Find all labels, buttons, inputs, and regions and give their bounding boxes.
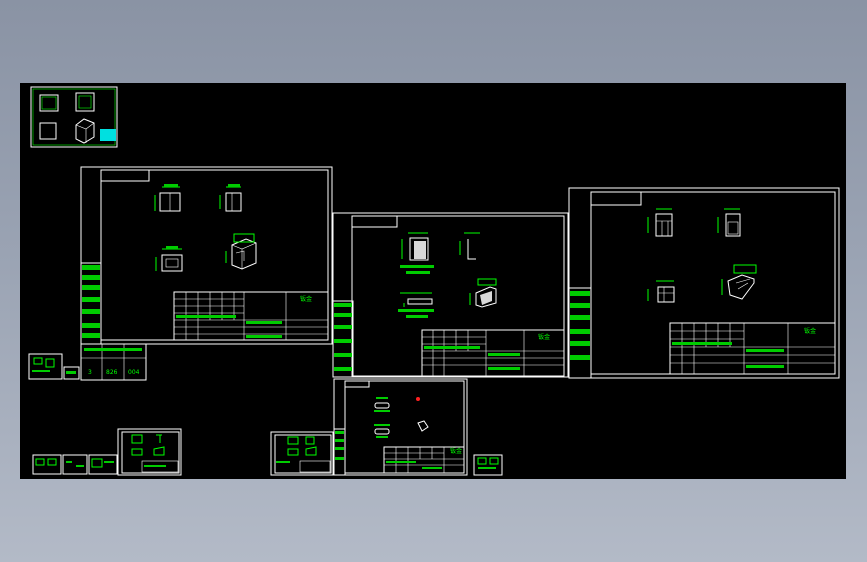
sheet-left-view-front[interactable] xyxy=(154,184,181,212)
summary-value-2: 826 xyxy=(106,369,118,376)
mini-sheet-g[interactable] xyxy=(270,431,334,476)
sheet-center-view-iso[interactable] xyxy=(469,278,497,308)
sheet-right-side-strip xyxy=(568,287,592,379)
overview-thumbnail-sheet[interactable] xyxy=(30,86,118,148)
sheet-bottom-title-block[interactable]: 钣金 xyxy=(383,446,465,474)
sheet-center-view-top[interactable] xyxy=(398,292,434,318)
cad-viewport[interactable]: .w { fill:none; stroke:#ffffff; stroke-w… xyxy=(20,83,846,479)
sheet-left-summary-table[interactable]: 3 826 004 xyxy=(80,343,147,381)
drawing-sheet-bottom[interactable]: 钣金 xyxy=(333,378,468,476)
sheet-bottom-marker xyxy=(416,397,420,401)
summary-value-1: 3 xyxy=(88,369,92,376)
drawing-sheet-right[interactable]: 钣金 xyxy=(568,187,840,379)
sheet-left-side-strip xyxy=(80,262,102,345)
sheet-right-view-side[interactable] xyxy=(717,208,741,237)
sheet-left-view-top[interactable] xyxy=(155,246,183,272)
mini-sheet-e[interactable] xyxy=(88,454,118,475)
sheet-right-view-top[interactable] xyxy=(647,280,675,303)
sheet-left-title-block[interactable]: 钣金 xyxy=(173,291,329,341)
sheet-right-title-label: 钣金 xyxy=(804,327,816,335)
sheet-right-view-iso[interactable] xyxy=(721,264,757,300)
sheet-bottom-view-b[interactable] xyxy=(374,424,390,438)
sheet-left-view-side[interactable] xyxy=(219,184,242,212)
cad-drawing-canvas[interactable]: .w { fill:none; stroke:#ffffff; stroke-w… xyxy=(20,83,846,479)
mini-sheet-b[interactable] xyxy=(63,366,80,380)
drawing-sheet-center[interactable]: 钣金 xyxy=(332,212,569,378)
overview-highlight-block xyxy=(100,129,116,141)
mini-sheet-a[interactable] xyxy=(28,353,63,380)
mini-sheet-f[interactable] xyxy=(117,428,182,476)
mini-sheet-d[interactable] xyxy=(62,454,88,475)
summary-value-3: 004 xyxy=(128,369,140,376)
sheet-center-view-front[interactable] xyxy=(400,232,434,274)
sheet-center-side-strip xyxy=(332,300,354,378)
sheet-center-title-label: 钣金 xyxy=(538,333,550,341)
sheet-right-title-block[interactable]: 钣金 xyxy=(669,322,836,375)
drawing-sheet-left[interactable]: 钣金 xyxy=(80,166,333,345)
sheet-bottom-view-iso[interactable] xyxy=(417,420,429,432)
sheet-center-title-block[interactable]: 钣金 xyxy=(421,329,565,377)
sheet-left-title-label: 钣金 xyxy=(300,295,312,303)
sheet-center-view-side[interactable] xyxy=(459,232,480,260)
sheet-bottom-side-strip xyxy=(333,428,346,476)
sheet-bottom-view-a[interactable] xyxy=(374,397,390,412)
sheet-left-view-iso[interactable] xyxy=(225,233,257,270)
mini-sheet-c[interactable] xyxy=(32,454,62,475)
sheet-right-view-front[interactable] xyxy=(647,208,673,237)
mini-sheet-h[interactable] xyxy=(473,454,503,476)
sheet-bottom-title-label: 钣金 xyxy=(450,447,462,455)
